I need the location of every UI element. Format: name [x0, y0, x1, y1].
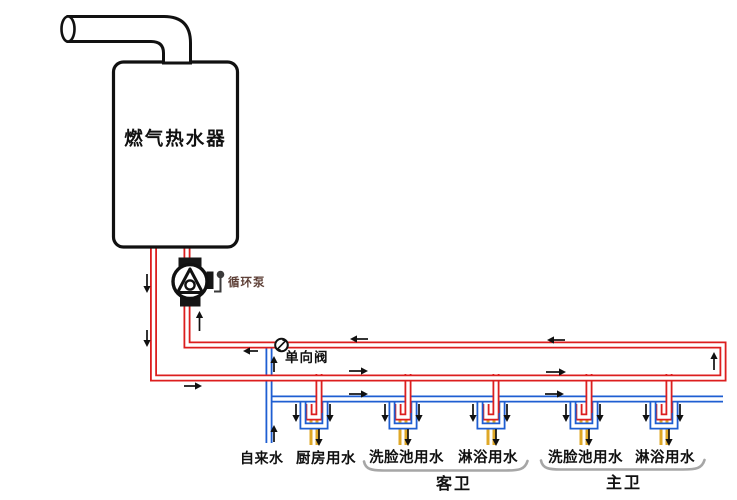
guest-shower-label: 淋浴用水 — [458, 450, 518, 466]
flow-arrow — [557, 390, 564, 398]
tap-water-label: 自来水 — [240, 451, 284, 467]
flow-arrow — [315, 439, 323, 446]
flow-arrow — [270, 356, 278, 363]
flow-arrow — [676, 415, 684, 422]
kitchen-water-label: 厨房用水 — [296, 451, 356, 467]
master-sink-label: 洗脸池用水 — [548, 450, 623, 466]
heater-label: 燃气热水器 — [124, 129, 227, 150]
check-valve-icon — [274, 337, 289, 353]
flow-arrow — [503, 415, 511, 422]
guest-bath-label: 客卫 — [436, 474, 473, 493]
water-heater — [111, 60, 240, 249]
flow-arrow — [270, 425, 278, 432]
flow-arrow — [596, 415, 604, 422]
flow-arrow — [469, 415, 477, 422]
pump-label: 循环泵 — [228, 275, 266, 289]
master-shower-label: 淋浴用水 — [635, 450, 695, 466]
flow-arrow — [361, 367, 368, 375]
flow-arrow — [381, 415, 389, 422]
flow-arrow — [143, 340, 151, 347]
flow-arrow — [361, 390, 368, 398]
flow-arrow — [642, 415, 650, 422]
flow-arrow — [415, 415, 423, 422]
master-bath-label: 主卫 — [606, 473, 643, 492]
flow-arrow — [710, 352, 718, 359]
flow-arrow — [243, 347, 250, 355]
group-bracket-master — [539, 458, 706, 471]
flow-arrow — [559, 368, 566, 376]
group-bracket-guest — [362, 459, 529, 472]
flow-arrow — [143, 286, 151, 293]
check-valve-label: 单向阀 — [285, 350, 329, 366]
flow-arrow — [195, 311, 204, 318]
flow-arrow — [404, 439, 412, 446]
flow-arrow — [562, 415, 570, 422]
flow-arrow — [547, 336, 554, 344]
flow-arrow — [585, 439, 593, 446]
guest-sink-label: 洗脸池用水 — [369, 450, 444, 466]
flue-pipe-icon — [60, 15, 192, 65]
circulation-pump-icon — [171, 257, 225, 307]
flow-arrow — [665, 439, 673, 446]
pump-callout-pin — [216, 270, 225, 279]
flow-arrow — [350, 335, 357, 343]
flow-arrow — [492, 439, 500, 446]
flow-arrow — [326, 415, 334, 422]
flow-arrow — [292, 415, 300, 422]
flow-arrow — [195, 382, 202, 390]
